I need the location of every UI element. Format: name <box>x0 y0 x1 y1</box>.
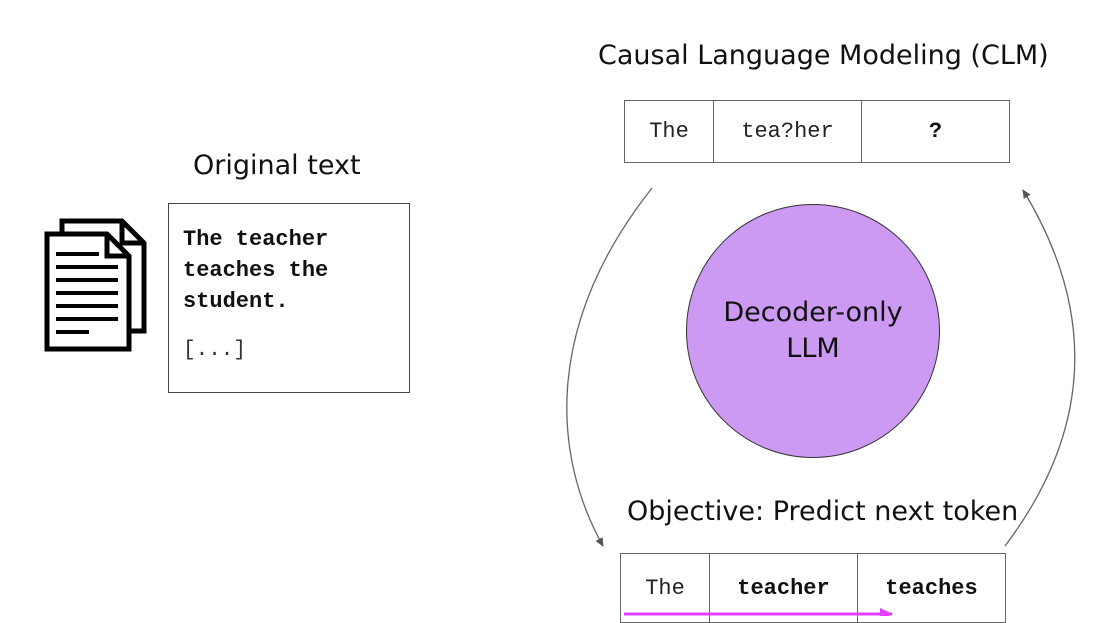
left-curve-arrow <box>566 187 653 547</box>
original-text-ellipsis: [...] <box>183 339 247 362</box>
clm-token: The <box>624 100 714 163</box>
right-curve-arrow <box>1004 189 1076 547</box>
objective-token: The <box>620 553 710 623</box>
original-text-line: teaches the <box>183 258 329 283</box>
clm-title: Causal Language Modeling (CLM) <box>598 40 1049 71</box>
document-icon <box>44 218 147 352</box>
objective-title: Objective: Predict next token <box>627 496 1019 527</box>
clm-input-tokens: The tea?her ? <box>624 100 1010 163</box>
clm-masked-token: ? <box>862 100 1010 163</box>
clm-token: tea?her <box>714 100 862 163</box>
model-label-line2: LLM <box>786 333 840 364</box>
original-text-title: Original text <box>193 150 361 181</box>
original-text-line: The teacher <box>183 227 329 252</box>
original-text-box: The teacher teaches the student. [...] <box>168 203 410 393</box>
model-label-line1: Decoder-only <box>723 297 903 328</box>
original-text-line: student. <box>183 289 289 314</box>
decoder-only-llm: Decoder-only LLM <box>686 204 940 458</box>
